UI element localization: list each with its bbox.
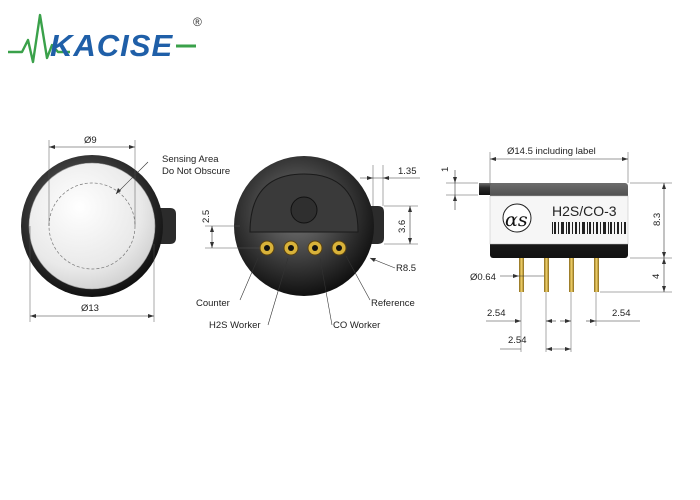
dim-8-3-label: 8.3 [652,213,663,226]
co-worker-label: CO Worker [333,320,380,331]
side-view: αs H2S/CO-3 Ø14.5 includin [440,146,672,352]
label-logo-text: αs [505,209,528,231]
label-model-text: H2S/CO-3 [552,203,617,219]
pitch-left-label: 2.54 [487,308,506,319]
dia-14-5-label: Ø14.5 including label [507,146,596,157]
reference-label: Reference [371,298,415,309]
dim-r8-5-label: R8.5 [396,263,416,274]
sensing-area-label: Sensing Area [162,154,219,165]
side-pin-1 [519,258,524,292]
top-view-face [28,162,156,290]
top-dia-13-label: Ø13 [81,303,99,314]
pitch-right-label: 2.54 [612,308,631,319]
bottom-pins [259,240,347,256]
bottom-view: 2.5 1.35 3.6 R8.5 Counter H2S Worker CO … [196,156,420,331]
barcode [552,222,626,234]
alpha-sense-logo-icon [502,203,532,233]
kacise-logo: KACISE ® [8,13,202,64]
dim-1-label: 1 [440,167,451,172]
counter-label: Counter [196,298,230,309]
dim-3-6-label: 3.6 [397,220,408,233]
bottom-view-hole [290,196,318,224]
side-pin-4 [594,258,599,292]
side-pins [519,258,599,292]
pitch-bottom-label: 2.54 [508,335,527,346]
side-pin-2 [544,258,549,292]
top-view: Ø9 Ø13 Sensing Area Do Not Obscure [21,135,230,322]
logo-text: KACISE [50,28,173,63]
do-not-obscure-label: Do Not Obscure [162,166,230,177]
dim-2-5-label: 2.5 [201,210,212,223]
side-pin-3 [569,258,574,292]
pin-dia-label: Ø0.64 [470,272,496,283]
registered-mark: ® [193,15,202,29]
dim-1-35-label: 1.35 [398,166,417,177]
bottom-view-tab [370,206,384,244]
h2s-worker-label: H2S Worker [209,320,261,331]
top-dia-9-label: Ø9 [84,135,97,146]
dim-4-label: 4 [651,274,662,279]
logo-wave-icon [8,13,70,64]
